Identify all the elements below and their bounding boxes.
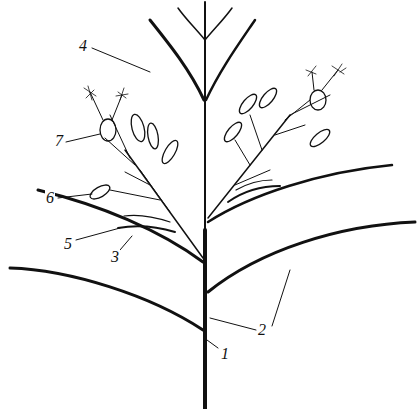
callout-number: 5 [63,236,73,252]
callout-number: 4 [78,38,88,54]
callout-number: 2 [257,322,267,338]
callout-number: 1 [220,346,230,362]
callout-number: 3 [110,249,120,265]
callout-number: 7 [54,133,64,149]
callout-number: 6 [45,190,55,206]
